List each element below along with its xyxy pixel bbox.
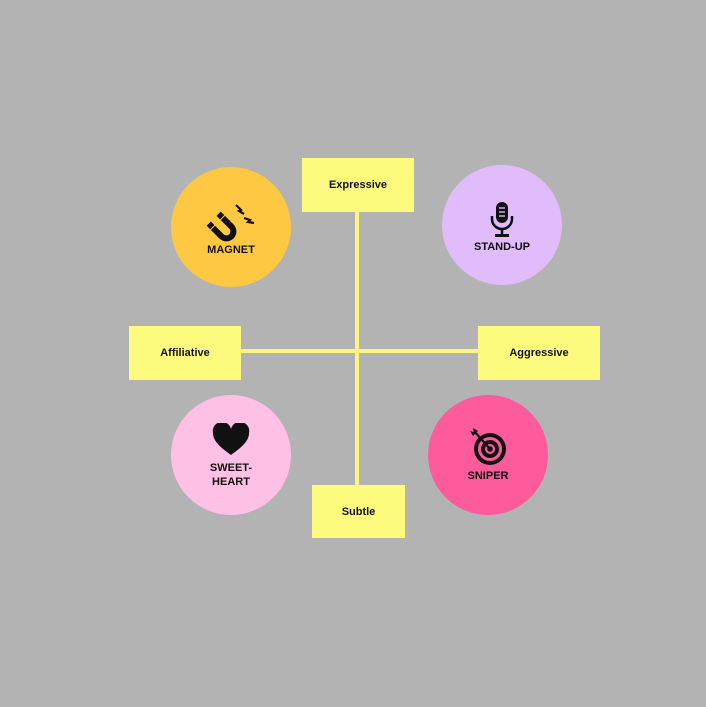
quadrant-label-magnet: MAGNET: [207, 244, 255, 256]
microphone-icon: [490, 202, 514, 237]
axis-label-top-text: Expressive: [328, 179, 388, 191]
axis-label-right-text: Aggressive: [509, 347, 569, 359]
heart-icon: [212, 423, 250, 455]
quadrant-sweetheart: SWEET- HEART: [171, 395, 291, 515]
magnet-icon: [206, 204, 255, 242]
axis-label-right: Aggressive: [478, 326, 600, 380]
axis-label-bottom-text: Subtle: [341, 505, 376, 518]
quadrant-sniper: SNIPER: [428, 395, 548, 515]
axis-label-left: Affiliative: [129, 326, 241, 380]
quadrant-label-standup: STAND-UP: [473, 241, 530, 253]
vertical-axis-line: [355, 185, 359, 511]
quadrant-label-sweetheart: SWEET- HEART: [209, 462, 253, 488]
axis-label-left-text: Affiliative: [160, 347, 210, 359]
target-icon: [470, 428, 506, 465]
horizontal-axis-line: [185, 349, 539, 353]
quadrant-magnet: MAGNET: [171, 167, 291, 287]
axis-label-top: Expressive: [302, 158, 414, 212]
quadrant-standup: STAND-UP: [442, 165, 562, 285]
axis-label-bottom: Subtle: [312, 485, 405, 538]
quadrant-label-sniper: SNIPER: [467, 470, 509, 482]
